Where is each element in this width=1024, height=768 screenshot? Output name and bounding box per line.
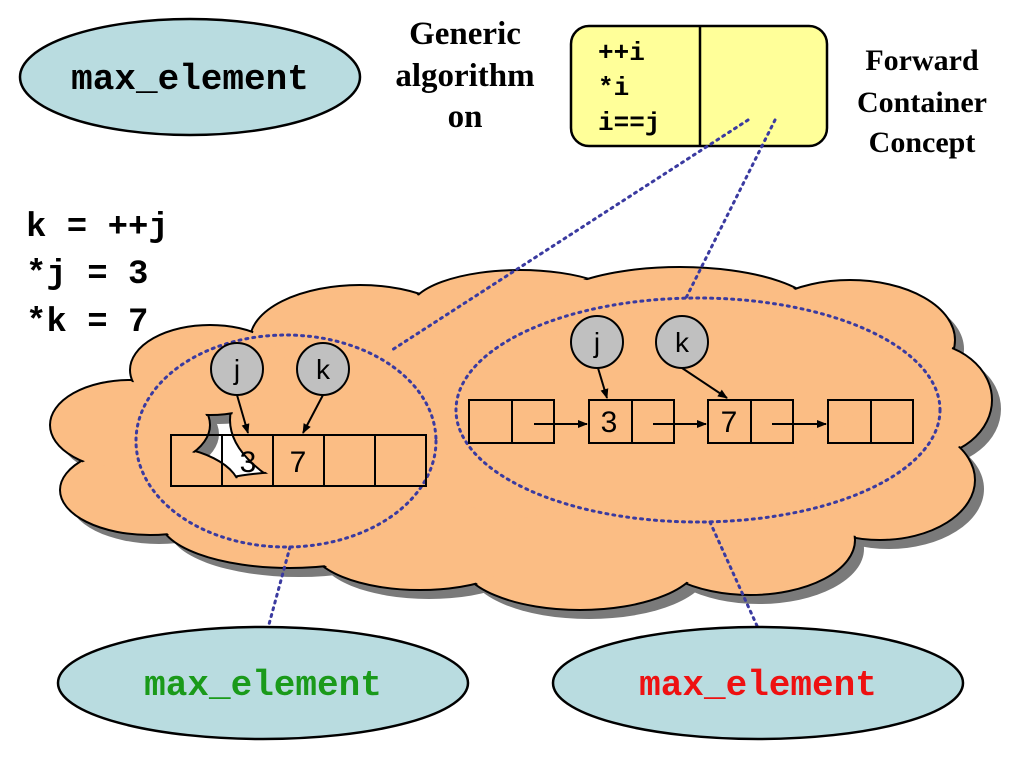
array-cell-2: 7 [290,446,307,479]
top-left-bubble: max_element [18,17,362,137]
code-line-3: *k = 7 [26,304,148,342]
array-frame [170,434,427,487]
list-iterator-j: j [570,315,624,369]
generic-caption-line1: Generic [409,16,521,52]
list-iterator-k-pointer [681,367,728,399]
concept-op-equality: i==j [598,108,660,138]
array-iterator-k: k [296,342,350,396]
concept-to-array-connector [390,118,750,352]
list-to-bottom-right-connector [708,520,760,630]
list-iterator-j-label: j [593,327,600,358]
top-left-bubble-shape [18,17,362,137]
list-iterator-j-circle [570,315,624,369]
array-iterator-j-pointer [236,394,250,434]
list-node-3 [827,399,914,444]
array-to-bottom-left-connector [266,545,292,630]
list-model: j k 3 7 [468,315,914,444]
concept-op-dereference: *i [598,73,629,103]
code-line-1: k = ++j [26,209,169,247]
list-node-1-value: 3 [601,406,618,439]
list-node-0 [468,399,555,444]
array-cells: 3 7 [170,434,427,487]
generic-caption: Generic algorithm on [395,16,534,135]
array-iterator-k-pointer [302,394,324,434]
list-node-1: 3 [588,399,675,444]
array-iterator-j: j [210,342,264,396]
bottom-left-bubble-label: max_element [144,665,382,706]
array-model: j k 3 7 [170,342,427,487]
generic-caption-line3: on [448,99,483,135]
bottom-left-bubble: max_element [56,625,470,741]
list-iterator-j-pointer [597,367,609,399]
list-node-2: 7 [707,399,794,444]
code-block: k = ++j *j = 3 *k = 7 [26,209,169,342]
top-left-bubble-label: max_element [71,59,309,100]
concept-caption-line3: Concept [869,126,976,159]
array-cell-1: 3 [240,446,257,479]
concept-box: ++i *i i==j [569,24,829,148]
concept-op-increment: ++i [598,38,645,68]
bottom-right-bubble: max_element [551,625,965,741]
array-iterator-k-label: k [316,354,331,385]
concept-to-list-connector [684,118,777,300]
bottom-right-bubble-shape [551,625,965,741]
list-model-outline [454,296,942,524]
array-iterator-j-label: j [233,354,240,385]
concept-caption-line1: Forward [865,44,979,77]
array-model-outline [134,333,438,549]
list-iterator-k: k [655,315,709,369]
concept-caption: Forward Container Concept [857,44,987,159]
generic-caption-line2: algorithm [395,58,534,94]
bottom-left-bubble-shape [56,625,470,741]
bottom-right-bubble-label: max_element [639,665,877,706]
dotted-connectors [266,118,777,630]
code-line-2: *j = 3 [26,256,148,294]
list-iterator-k-label: k [675,327,690,358]
list-node-2-value: 7 [721,406,738,439]
concept-caption-line2: Container [857,86,987,119]
